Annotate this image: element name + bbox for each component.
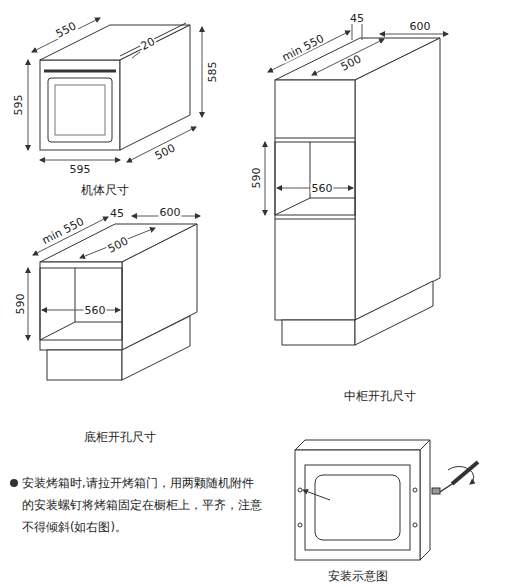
dimension: 560 bbox=[311, 183, 334, 194]
dimension: 45 bbox=[349, 13, 365, 24]
install-sketch bbox=[295, 440, 478, 560]
note-text: 安装烤箱时,请拉开烤箱门，用两颗随机附件的安装螺钉将烤箱固定在橱柜上，平齐，注意… bbox=[22, 472, 262, 538]
dimension: 500 bbox=[152, 142, 177, 162]
dimension: 600 bbox=[409, 21, 432, 32]
bullet bbox=[10, 479, 18, 487]
dimension: 595 bbox=[13, 94, 24, 117]
caption: 中柜开孔尺寸 bbox=[343, 390, 417, 402]
base-cabinet bbox=[40, 224, 197, 380]
dimension: 595 bbox=[69, 164, 92, 175]
dimension: 590 bbox=[15, 293, 26, 316]
dimension: 45 bbox=[109, 208, 125, 219]
caption: 机体尺寸 bbox=[80, 184, 130, 196]
dimension: 600 bbox=[159, 207, 182, 218]
oven-body bbox=[40, 23, 190, 150]
dimension: 560 bbox=[84, 305, 107, 316]
dimension: 590 bbox=[251, 167, 262, 190]
caption: 底柜开孔尺寸 bbox=[83, 431, 157, 443]
dimension: 585 bbox=[207, 61, 218, 84]
caption: 安装示意图 bbox=[327, 570, 389, 582]
dimension: 550 bbox=[53, 20, 78, 40]
tall-cabinet bbox=[275, 38, 440, 345]
